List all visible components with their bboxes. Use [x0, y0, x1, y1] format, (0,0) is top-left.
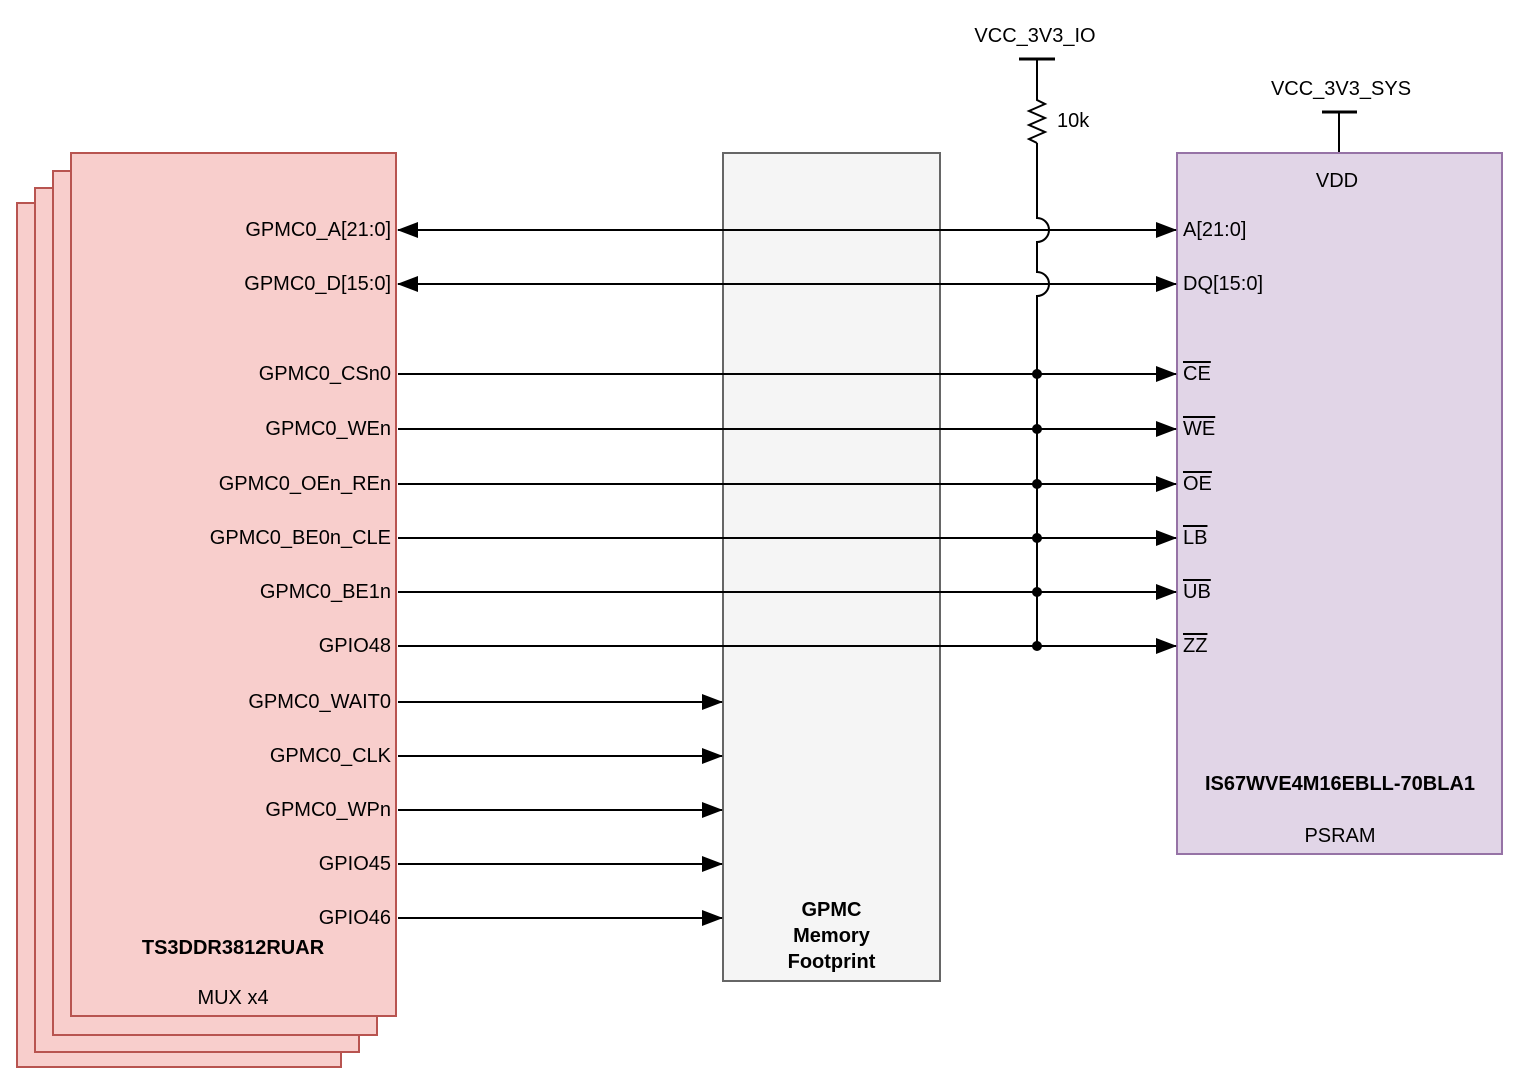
- wire-pullup-net: [1036, 143, 1050, 646]
- mux-block: [70, 152, 397, 1017]
- mux-pin-clk: GPMC0_CLK: [269, 745, 391, 767]
- mux-pin-csn0: GPMC0_CSn0: [258, 363, 391, 385]
- mux-pin-gpio46: GPIO46: [318, 907, 391, 929]
- psram-pin-ce: CE: [1183, 363, 1211, 385]
- mux-part-number: TS3DDR3812RUAR: [141, 937, 325, 959]
- junction-dots: [1032, 369, 1042, 651]
- psram-pin-zz: ZZ: [1183, 635, 1208, 657]
- vdd-pin-label: VDD: [1315, 170, 1359, 192]
- mux-pin-wen: GPMC0_WEn: [265, 418, 391, 440]
- mux-pin-wait0: GPMC0_WAIT0: [248, 691, 391, 713]
- psram-pin-we: WE: [1183, 418, 1216, 440]
- psram-pin-ub: UB: [1183, 581, 1211, 603]
- junction-dot: [1032, 479, 1042, 489]
- psram-pin-oe: OE: [1183, 473, 1212, 495]
- psram-pin-dq-bus: DQ[15:0]: [1183, 273, 1264, 295]
- psram-pin-a-bus: A[21:0]: [1183, 219, 1247, 241]
- mux-pin-d-bus: GPMC0_D[15:0]: [244, 273, 391, 295]
- mux-pin-gpio48: GPIO48: [318, 635, 391, 657]
- mux-pin-be1n: GPMC0_BE1n: [259, 581, 391, 603]
- junction-dot: [1032, 641, 1042, 651]
- junction-dot: [1032, 587, 1042, 597]
- junction-dot: [1032, 424, 1042, 434]
- psram-block: [1176, 152, 1503, 855]
- footprint-label-line-2: Memory: [793, 925, 870, 947]
- psram-pin-lb: LB: [1183, 527, 1208, 549]
- mux-pin-be0n-cle: GPMC0_BE0n_CLE: [209, 527, 391, 549]
- mux-pin-a-bus: GPMC0_A[21:0]: [245, 219, 391, 241]
- resistor-value-label: 10k: [1057, 110, 1090, 132]
- footprint-label: GPMC Memory Footprint: [722, 897, 941, 975]
- psram-part-number: IS67WVE4M16EBLL-70BLA1: [1204, 773, 1476, 795]
- junction-dot: [1032, 369, 1042, 379]
- vcc-3v3-io-label: VCC_3V3_IO: [974, 25, 1096, 47]
- resistor-10k-symbol: [1026, 59, 1048, 144]
- vcc-3v3-sys-label: VCC_3V3_SYS: [1270, 78, 1412, 100]
- mux-pin-gpio45: GPIO45: [318, 853, 391, 875]
- footprint-label-line-1: GPMC: [801, 899, 862, 921]
- footprint-label-line-3: Footprint: [787, 951, 876, 973]
- psram-subtitle: PSRAM: [1304, 825, 1376, 847]
- mux-subtitle: MUX x4: [197, 987, 269, 1009]
- mux-pin-wpn: GPMC0_WPn: [265, 799, 391, 821]
- junction-dot: [1032, 533, 1042, 543]
- mux-pin-oen-ren: GPMC0_OEn_REn: [218, 473, 391, 495]
